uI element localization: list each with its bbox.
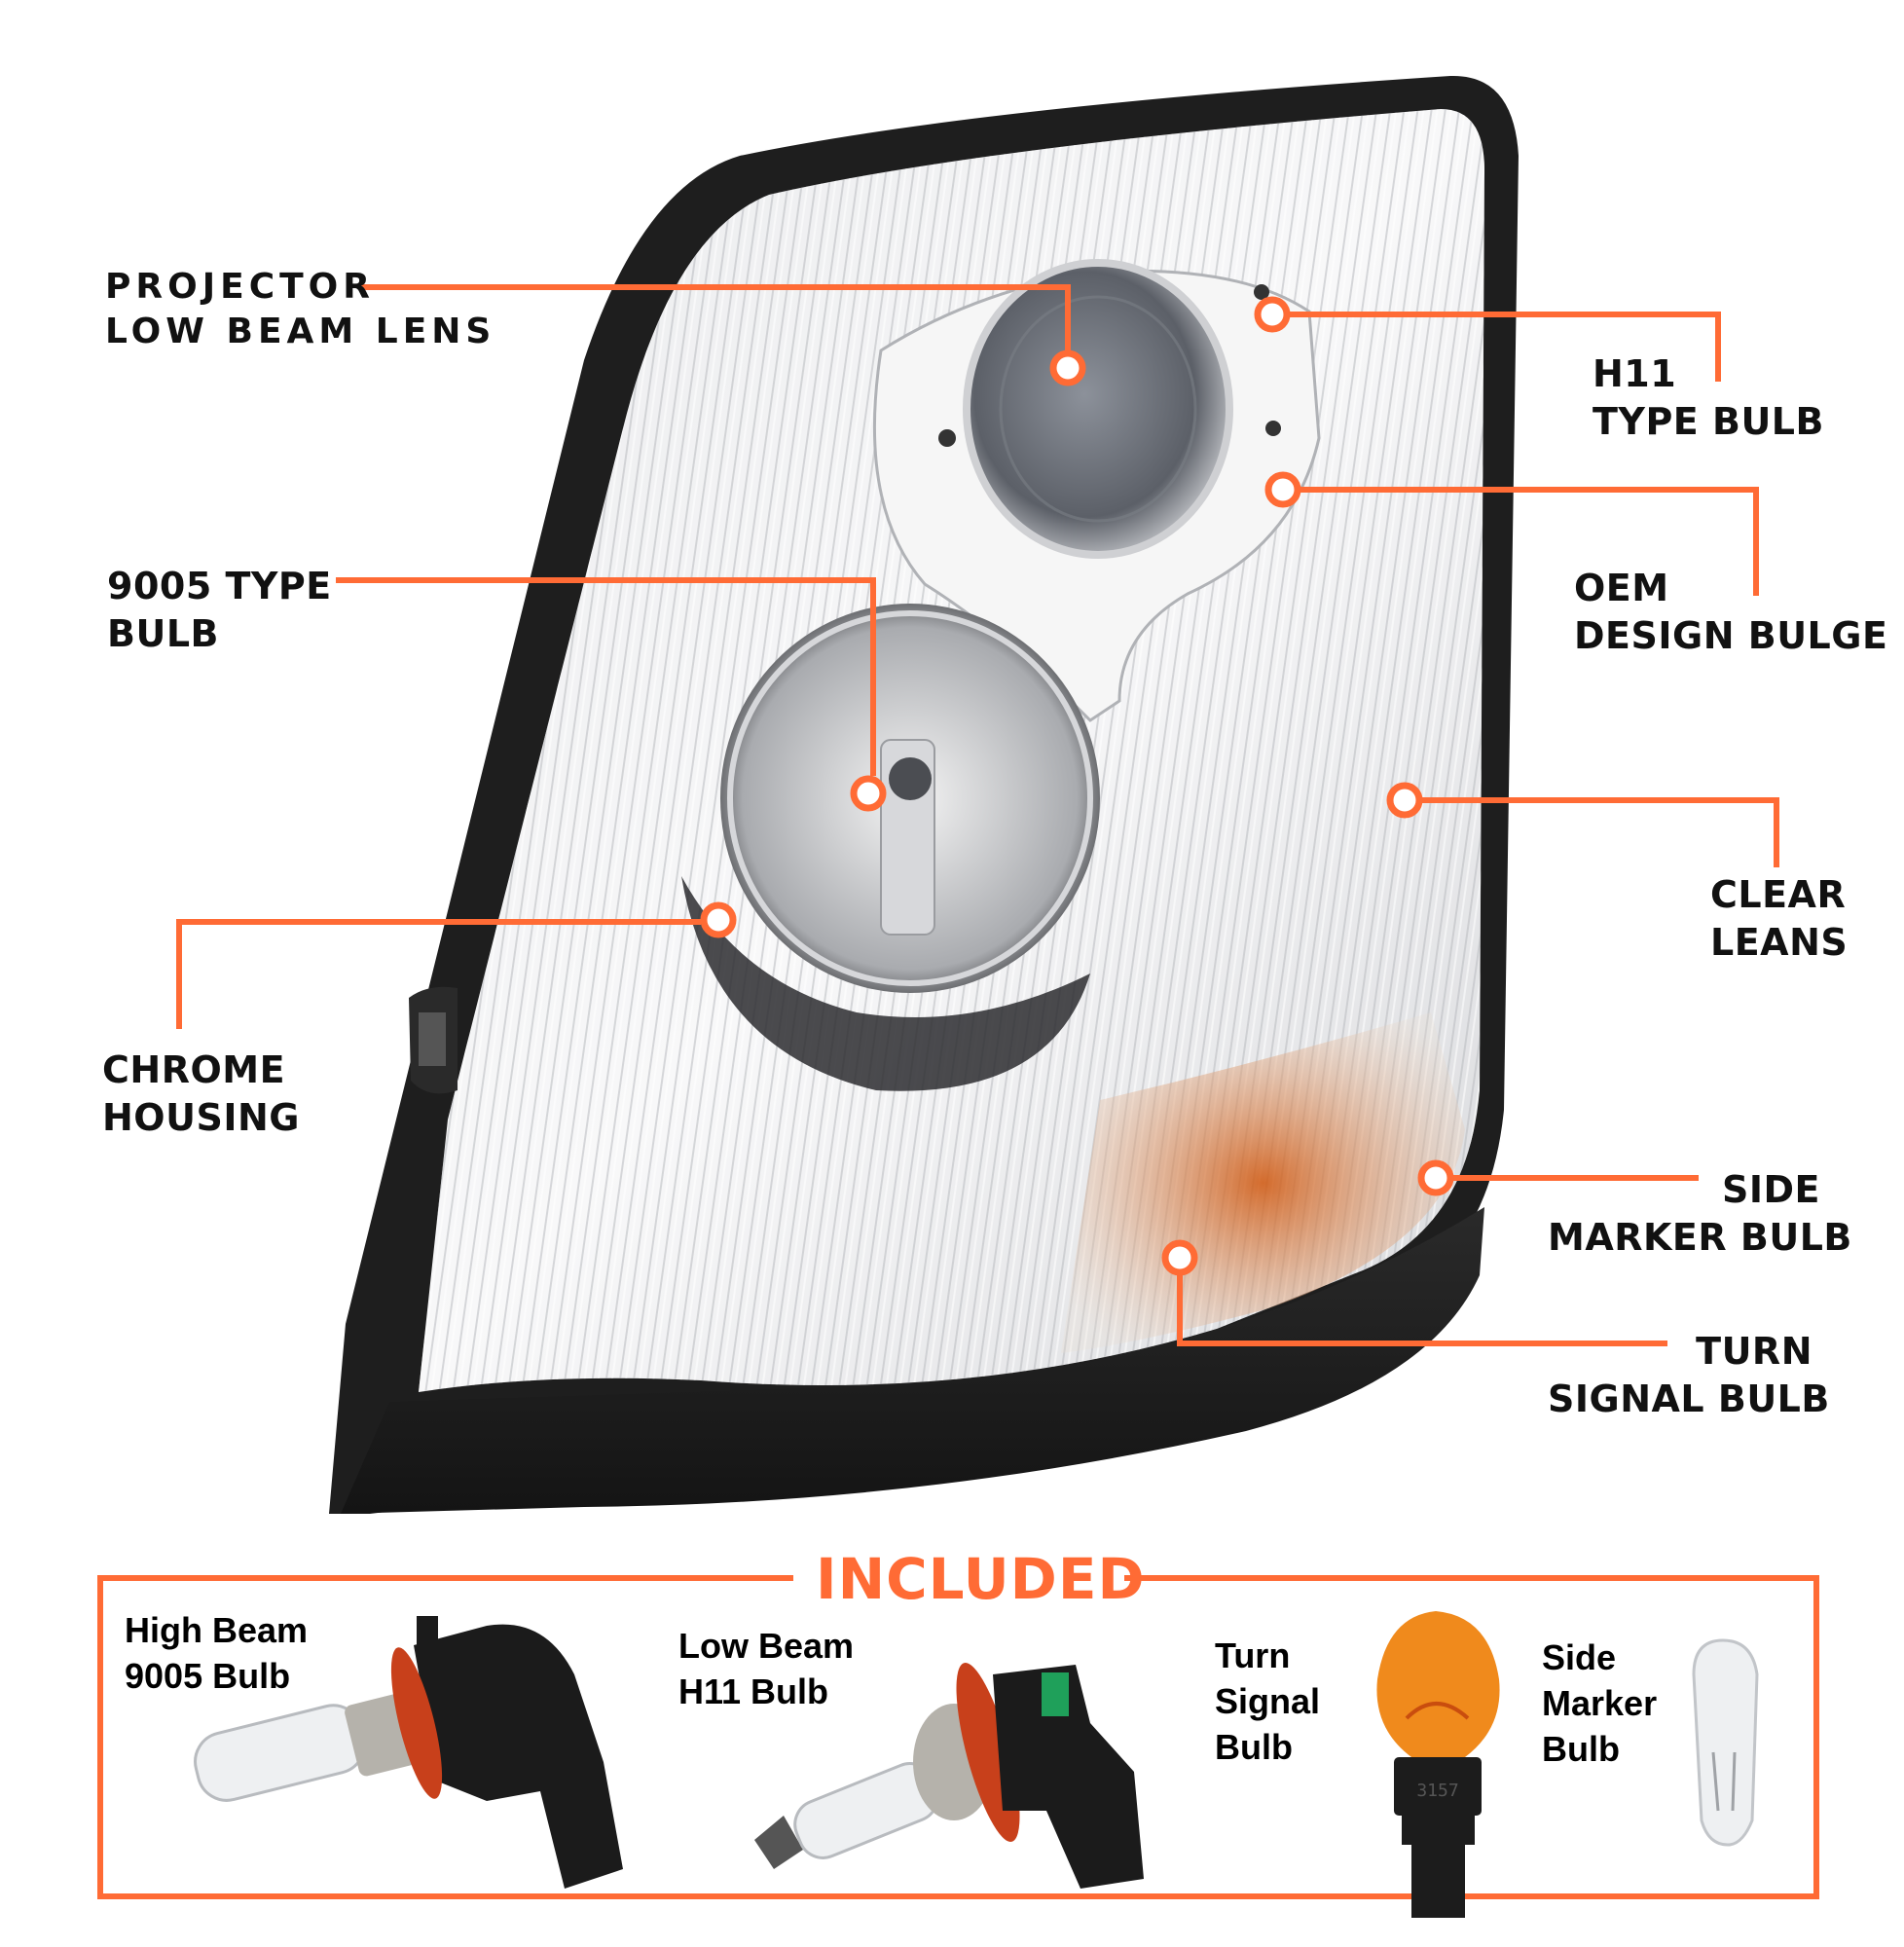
label-clear-lens: CLEAR LEANS [1710, 873, 1849, 964]
side-dot [1417, 1159, 1454, 1196]
included-frame [97, 1575, 1819, 1899]
label-projector-low-beam-lens: PROJECTOR LOW BEAM LENS [105, 267, 496, 352]
included-item-high-beam-9005: High Beam 9005 Bulb [125, 1610, 309, 1696]
turn-dot [1161, 1239, 1198, 1276]
b9005-dot [850, 775, 887, 812]
oem-dot [1264, 471, 1301, 508]
label-chrome-housing: CHROME HOUSING [102, 1048, 300, 1139]
label-turn-signal-bulb: TURN SIGNAL BULB [1548, 1330, 1830, 1420]
included-item-turn-signal: Turn Signal Bulb [1215, 1635, 1321, 1767]
h11-bulb-icon [754, 1663, 1144, 1889]
label-oem-design-bulge: OEM DESIGN BULGE [1574, 567, 1888, 657]
wedge-bulb-icon [1692, 1638, 1759, 1847]
label-h11-type-bulb: H11 TYPE BULB [1593, 352, 1824, 443]
chrome-dot [700, 901, 737, 938]
svg-text:3157: 3157 [1416, 1781, 1458, 1801]
clear-dot [1386, 782, 1423, 819]
included-item-low-beam-h11: Low Beam H11 Bulb [678, 1626, 855, 1711]
label-side-marker-bulb: SIDE MARKER BULB [1548, 1168, 1852, 1259]
callout-dots [700, 296, 1454, 1276]
callout-lines [176, 284, 1779, 1346]
3157-bulb-icon: 3157 [1376, 1611, 1500, 1918]
projector-dot [1049, 349, 1086, 386]
h11-dot [1254, 296, 1291, 333]
label-9005-type-bulb: 9005 TYPE BULB [107, 565, 332, 655]
included-heading: INCLUDED [816, 1546, 1146, 1612]
9005-bulb-icon [194, 1616, 623, 1889]
included-item-side-marker: Side Marker Bulb [1542, 1637, 1658, 1769]
